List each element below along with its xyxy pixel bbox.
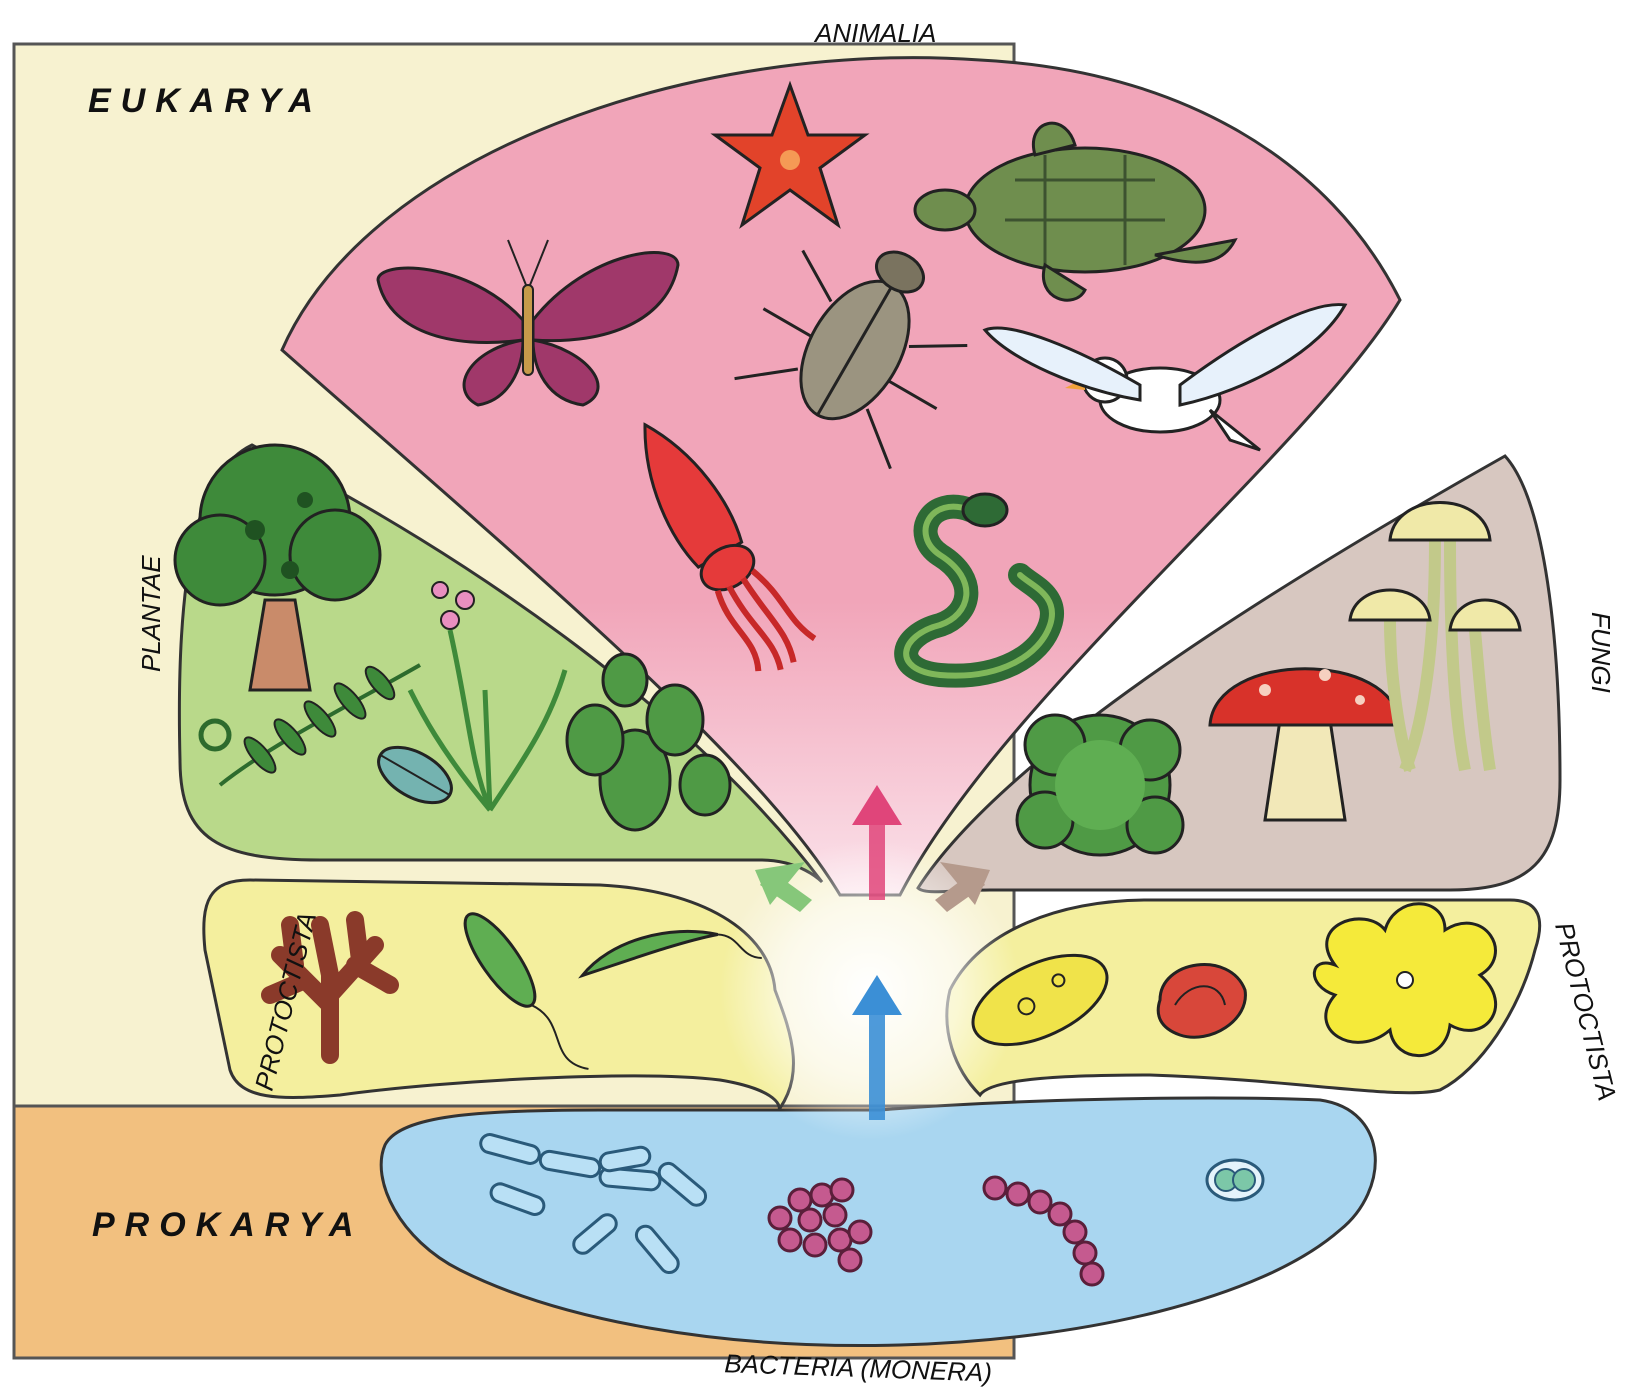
prokarya-label: PROKARYA bbox=[92, 1206, 363, 1244]
lichen-icon bbox=[1017, 715, 1183, 855]
plantae-label: PLANTAE bbox=[136, 555, 166, 672]
protoctista-right-label: PROTOCTISTA bbox=[1549, 919, 1622, 1103]
diplococcus-icon bbox=[1207, 1160, 1263, 1200]
animalia-label: ANIMALIA bbox=[813, 18, 936, 48]
fungi-label: FUNGI bbox=[1586, 612, 1616, 693]
eukarya-label: EUKARYA bbox=[88, 82, 323, 120]
